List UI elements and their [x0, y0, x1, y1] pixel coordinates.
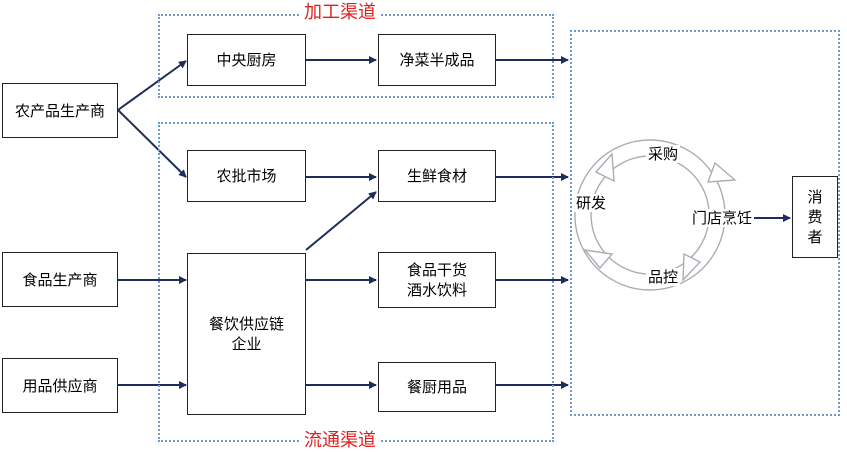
dry-goods-label-line1: 食品干货: [406, 261, 467, 279]
consumer-node: 消 费 者: [792, 176, 838, 258]
dry-goods-node: 食品干货 酒水饮料: [378, 252, 496, 308]
dry-goods-label-line2: 酒水饮料: [406, 281, 467, 299]
cycle-quality-label: 品控: [646, 268, 681, 286]
agri-producer-label: 农产品生产商: [14, 101, 105, 120]
fresh-ingredients-node: 生鲜食材: [378, 150, 496, 202]
food-producer-node: 食品生产商: [2, 252, 118, 307]
kitchenware-node: 餐厨用品: [378, 362, 496, 412]
semi-finished-label: 净菜半成品: [399, 51, 475, 69]
distribution-channel-title: 流通渠道: [300, 431, 380, 451]
arrow-supplychain-to-fresh: [305, 191, 377, 251]
consumer-char-3: 者: [807, 228, 823, 246]
arrow-agri-to-wholesale: [117, 109, 187, 178]
end-consumer-group: [570, 30, 840, 416]
central-kitchen-label: 中央厨房: [216, 51, 277, 69]
wholesale-market-node: 农批市场: [187, 150, 306, 202]
supply-chain-label-line2: 企业: [231, 335, 262, 353]
supplies-producer-label: 用品供应商: [22, 376, 98, 395]
agri-producer-node: 农产品生产商: [2, 83, 118, 138]
arrow-agri-to-central-kitchen: [117, 60, 187, 111]
operations-cycle-icon: [574, 139, 737, 291]
supplies-producer-node: 用品供应商: [2, 358, 118, 413]
cycle-cooking-label: 门店烹饪: [690, 209, 755, 227]
consumer-char-1: 消: [807, 188, 823, 206]
food-producer-label: 食品生产商: [22, 270, 98, 289]
consumer-char-2: 费: [807, 208, 823, 226]
semi-finished-node: 净菜半成品: [378, 34, 496, 86]
supply-chain-enterprise-node: 餐饮供应链 企业: [187, 253, 306, 415]
kitchenware-label: 餐厨用品: [406, 378, 467, 396]
cycle-rnd-label: 研发: [574, 194, 609, 212]
fresh-ingredients-label: 生鲜食材: [406, 167, 467, 185]
processing-channel-title: 加工渠道: [300, 3, 380, 23]
cycle-purchase-label: 采购: [646, 145, 681, 163]
supply-chain-label-line1: 餐饮供应链: [208, 315, 284, 333]
central-kitchen-node: 中央厨房: [187, 34, 306, 86]
wholesale-market-label: 农批市场: [216, 167, 277, 185]
